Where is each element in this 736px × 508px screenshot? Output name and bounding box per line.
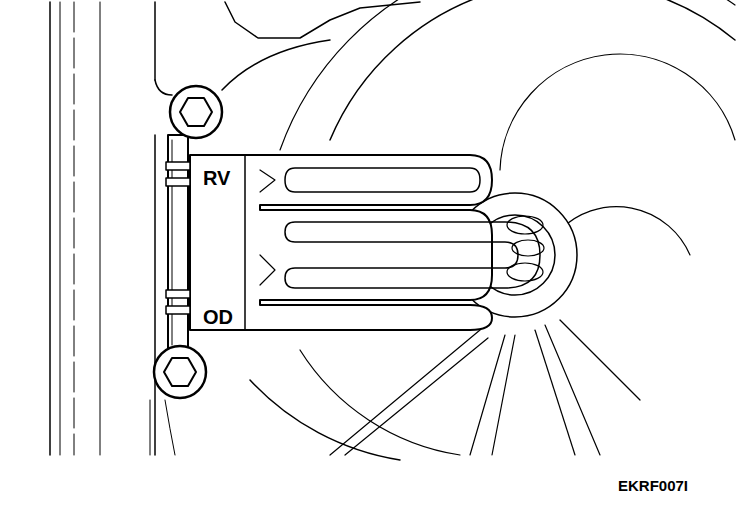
valve-label: OD — [203, 307, 233, 327]
figure-code: EKRF007I — [618, 478, 688, 493]
valve-label: RV — [203, 168, 230, 188]
